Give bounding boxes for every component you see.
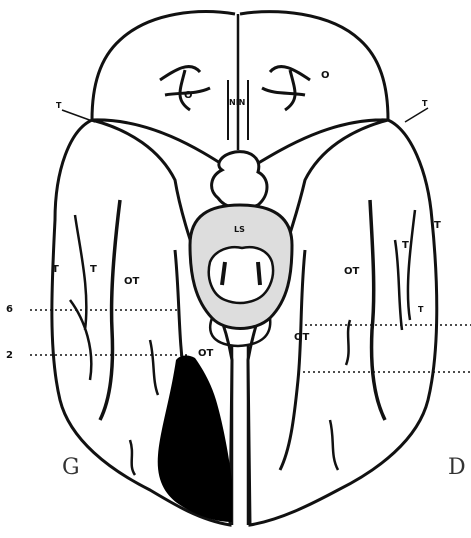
- label-ot-right: OT: [344, 266, 360, 277]
- hypothalamus-outline: [212, 152, 267, 209]
- midbrain-inner: [209, 247, 273, 303]
- label-cut-level-2: 2: [6, 350, 13, 361]
- label-inf-temporal-right-2: T: [434, 220, 441, 231]
- side-label-left: G: [62, 455, 80, 480]
- label-inf-temporal-left-1: T: [52, 264, 59, 275]
- label-ot-right-low: OT: [294, 332, 310, 343]
- label-temporal-pole-right: T: [422, 99, 428, 108]
- label-temporal-pole-left: T: [56, 101, 62, 110]
- label-inf-temporal-right-3: T: [418, 305, 424, 314]
- label-cut-level-1: 6: [6, 304, 13, 315]
- label-inf-temporal-right-1: T: [402, 240, 409, 251]
- label-ot-left-low: OT: [198, 348, 214, 359]
- label-orbital-left: O: [184, 90, 193, 101]
- label-inf-temporal-left-2: T: [90, 264, 97, 275]
- label-orbital-right: O: [321, 70, 330, 81]
- side-label-right: D: [448, 455, 466, 480]
- label-midbrain: LS: [234, 225, 245, 234]
- label-ot-left: OT: [124, 276, 140, 287]
- label-mid-top: NIN: [229, 98, 245, 107]
